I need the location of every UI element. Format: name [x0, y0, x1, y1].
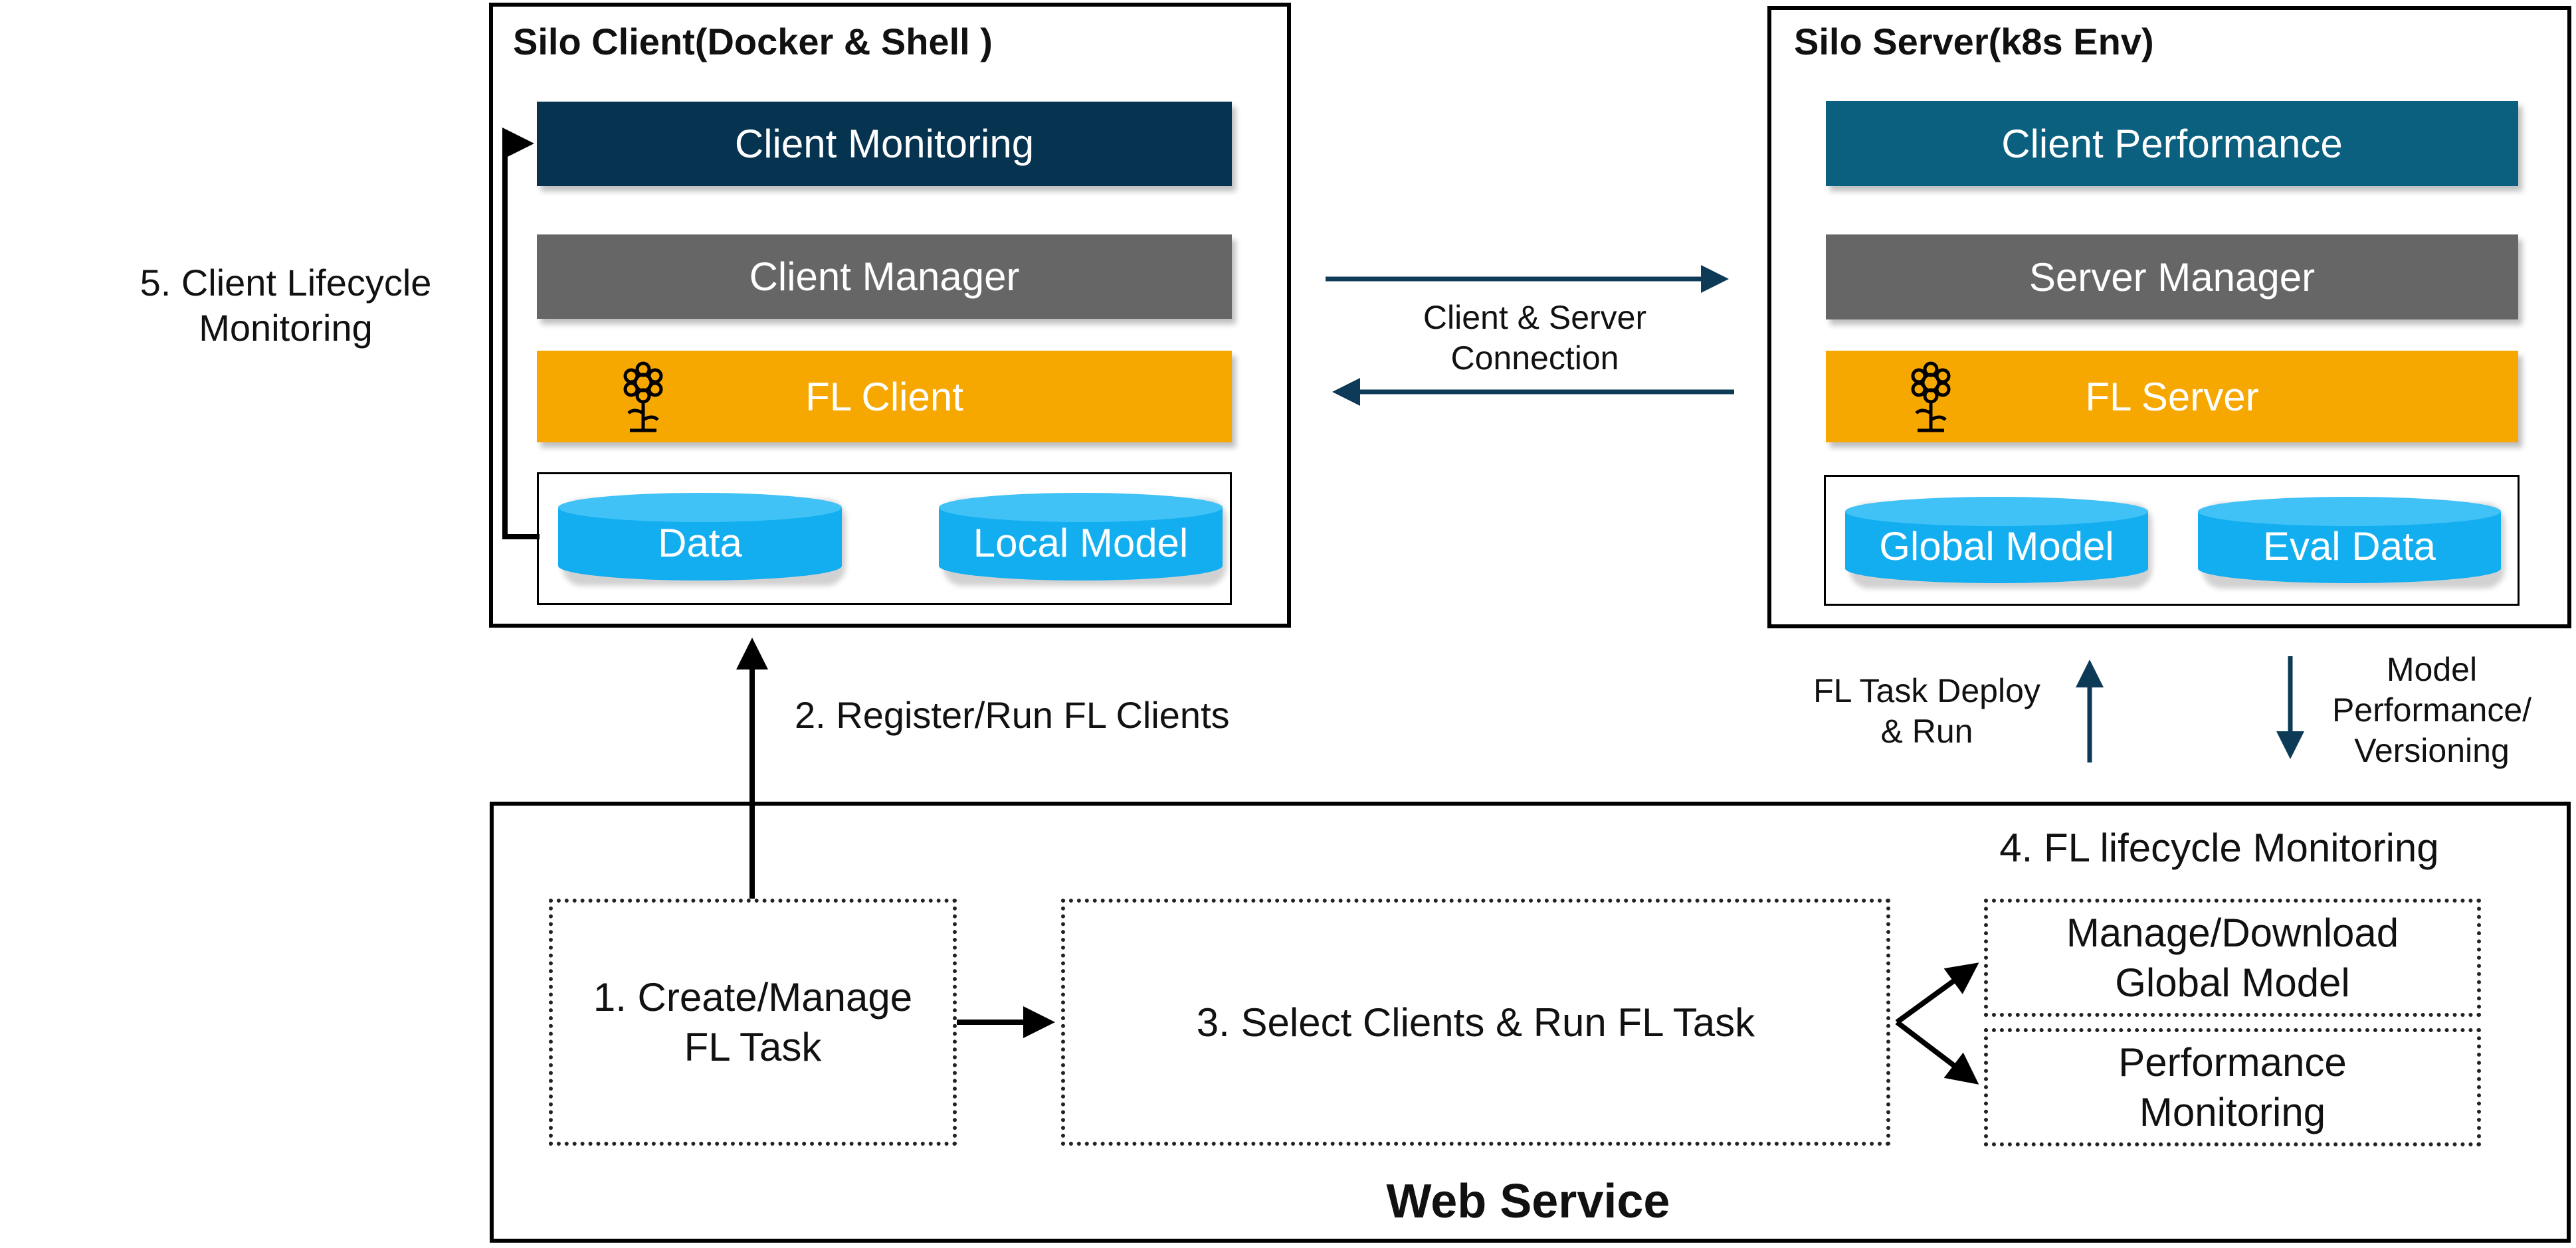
silo-server-title: Silo Server(k8s Env) — [1794, 21, 2154, 62]
server-manager-label: Server Manager — [2029, 254, 2316, 300]
data-cylinder: Data — [558, 493, 846, 586]
client-performance-label: Client Performance — [2001, 121, 2343, 166]
server-manager-bar: Server Manager — [1826, 234, 2518, 319]
performance-monitoring-label: Performance Monitoring — [2118, 1040, 2347, 1134]
silo-client-title: Silo Client(Docker & Shell ) — [513, 21, 993, 62]
select-clients-box: 3. Select Clients & Run FL Task — [1061, 899, 1890, 1146]
client-lifecycle-label: 5. Client Lifecycle Monitoring — [140, 262, 432, 349]
flower-icon — [623, 361, 663, 432]
local-model-cylinder: Local Model — [939, 493, 1227, 586]
fl-client-bar: FL Client — [537, 351, 1232, 442]
register-label: 2. Register/Run FL Clients — [795, 694, 1230, 736]
fl-lifecycle-monitoring-title: 4. FL lifecycle Monitoring — [1999, 826, 2439, 870]
data-label: Data — [658, 520, 742, 565]
web-service-box — [490, 802, 2571, 1243]
fl-client-label: FL Client — [805, 374, 963, 419]
client-manager-label: Client Manager — [749, 254, 1020, 299]
client-performance-bar: Client Performance — [1826, 101, 2518, 186]
create-task-label: 1. Create/Manage FL Task — [593, 975, 913, 1069]
select-to-performance-arrow — [1895, 1020, 1979, 1085]
select-clients-label: 3. Select Clients & Run FL Task — [1196, 1000, 1755, 1045]
manage-download-label: Manage/Download Global Model — [2066, 911, 2399, 1005]
select-to-manage-arrow — [1895, 962, 1979, 1025]
lifecycle-loop-arrow — [502, 128, 540, 539]
performance-monitoring-box: Performance Monitoring — [1984, 1028, 2481, 1146]
eval-data-label: Eval Data — [2262, 523, 2436, 569]
local-model-label: Local Model — [973, 520, 1189, 565]
deploy-label: FL Task Deploy & Run — [1813, 672, 2040, 750]
create-task-box: 1. Create/Manage FL Task — [549, 899, 957, 1146]
flower-icon — [1911, 361, 1951, 432]
eval-data-cylinder: Eval Data — [2198, 497, 2505, 588]
connection-label: Client & Server Connection — [1423, 299, 1647, 377]
manage-download-box: Manage/Download Global Model — [1984, 899, 2481, 1017]
model-performance-label: Model Performance/ Versioning — [2331, 651, 2532, 769]
client-monitoring-bar: Client Monitoring — [537, 102, 1232, 186]
fl-server-bar: FL Server — [1826, 351, 2518, 442]
client-manager-bar: Client Manager — [537, 234, 1232, 319]
global-model-cylinder: Global Model — [1845, 497, 2152, 588]
client-monitoring-label: Client Monitoring — [734, 122, 1035, 166]
fl-server-label: FL Server — [2085, 374, 2259, 419]
global-model-label: Global Model — [1879, 523, 2114, 569]
web-service-title: Web Service — [1386, 1175, 1670, 1228]
